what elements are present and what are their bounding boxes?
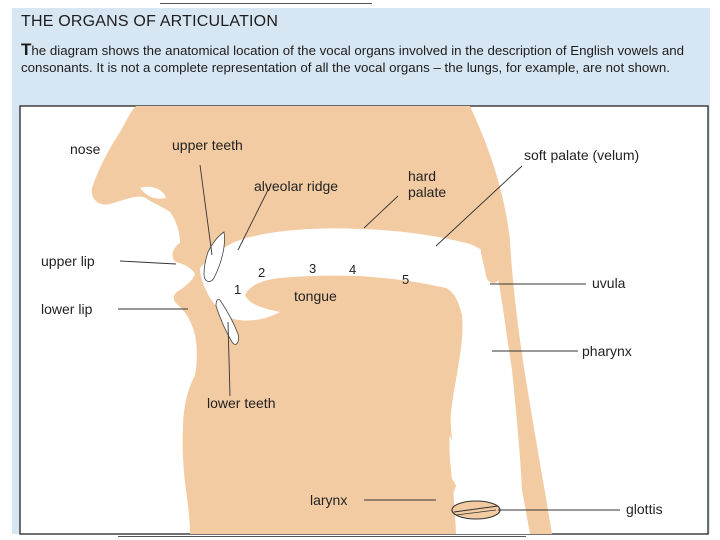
oral-pharyngeal-cavity [200,228,530,535]
tongue [282,284,461,440]
label-alveolar-ridge: alveolar ridge [254,178,338,194]
tongue-region-3: 3 [309,261,316,276]
label-pharynx: pharynx [582,343,632,359]
label-tongue: tongue [294,288,337,304]
label-hard-palate-line1: hard [408,168,436,184]
label-lower-lip: lower lip [41,301,93,317]
label-lower-teeth: lower teeth [207,395,275,411]
leader-upper-teeth [199,164,213,256]
drop-cap: T [21,40,32,59]
tongue-region-1: 1 [234,282,241,297]
tongue-region-2: 2 [258,265,265,280]
vocal-fold-line [453,505,499,513]
label-glottis: glottis [626,501,663,517]
upper-teeth [203,231,225,282]
larynx-cartilage [420,469,456,534]
leader-lower-teeth [227,321,231,397]
bottom-rule [118,536,526,537]
leader-alveolar-ridge [237,189,269,251]
label-uvula: uvula [592,275,626,291]
label-soft-palate: soft palate (velum) [524,147,639,163]
page-title: THE ORGANS OF ARTICULATION [21,13,279,30]
leader-hard-palate [363,195,399,229]
label-upper-teeth: upper teeth [172,137,243,153]
label-hard-palate-line2: palate [408,184,446,200]
lower-teeth [215,298,239,345]
intro-body: he diagram shows the anatomical location… [21,43,685,75]
label-upper-lip: upper lip [41,253,95,269]
tongue-region-4: 4 [349,262,356,277]
label-larynx: larynx [310,492,347,508]
leader-soft-palate [435,165,523,247]
glottis-shape [451,500,501,520]
label-nose: nose [70,141,101,157]
vocal-fold-line [455,509,497,516]
nostril [140,186,166,199]
uvula [480,240,501,284]
leader-upper-lip [119,260,177,265]
tongue-region-5: 5 [402,272,409,287]
top-rule [160,3,372,4]
intro-text: The diagram shows the anatomical locatio… [21,40,711,76]
